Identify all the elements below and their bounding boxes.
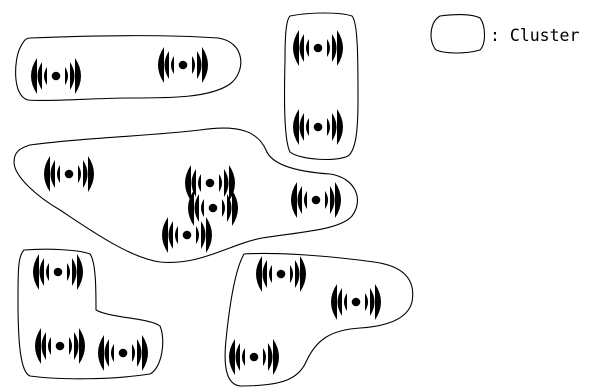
wireless-sensor-icon — [158, 47, 208, 83]
cluster-1 — [15, 35, 242, 102]
cluster-1-outline — [15, 35, 242, 102]
wireless-sensor-icon — [293, 109, 343, 145]
cluster-5 — [224, 252, 414, 387]
cluster-2 — [283, 12, 359, 161]
wireless-sensor-icon — [98, 335, 148, 371]
wireless-sensor-icon — [35, 328, 85, 364]
cluster-3 — [13, 127, 358, 264]
wireless-sensor-icon — [229, 339, 279, 375]
wireless-sensor-icon — [162, 217, 212, 253]
wireless-sensor-icon — [44, 156, 94, 192]
wireless-sensor-icon — [331, 284, 381, 320]
cluster-outline-swatch — [430, 14, 486, 54]
wireless-sensor-icon — [293, 30, 343, 66]
cluster-3-outline — [13, 127, 358, 264]
wireless-sensor-icon — [291, 182, 341, 218]
legend: : Cluster — [430, 14, 579, 54]
wireless-sensor-icon — [33, 254, 83, 290]
wireless-sensor-icon — [256, 256, 306, 292]
cluster-2-outline — [283, 12, 359, 161]
cluster-4-outline — [17, 248, 164, 380]
wireless-sensor-icon — [31, 58, 81, 94]
cluster-5-outline — [224, 252, 414, 387]
cluster-4 — [17, 248, 164, 380]
legend-label: : Cluster — [490, 26, 579, 45]
